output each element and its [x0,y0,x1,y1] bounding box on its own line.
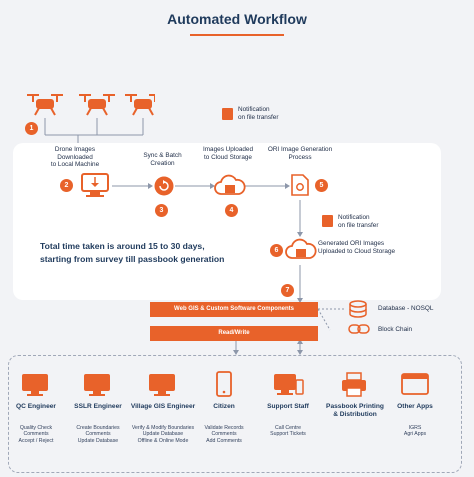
ori-generation-label: ORI Image Generation Process [267,146,333,161]
role-name-citizen: Citizen [213,403,235,410]
mobile-phone-icon [216,371,232,397]
sync-icon [154,176,174,196]
app-window-icon [401,373,429,395]
roles-container [8,355,462,473]
blockchain-label: Block Chain [378,326,413,333]
step-badge-1: 1 [25,122,38,135]
title-underline [190,34,284,36]
read-write-bar: Read/Write [150,326,318,341]
role-name-sslr: SSLR Engineer [74,403,122,410]
role-desc-village-gis: Verify & Modify Boundaries Update Databa… [131,425,195,444]
notification-label-top: Notification on file transfer [238,106,279,121]
cloud-upload-icon [214,174,246,195]
document-gear-icon [291,174,309,196]
computer-icon [81,173,109,197]
web-gis-bar: Web GIS & Custom Software Components [150,302,318,317]
step-badge-2: 2 [60,179,73,192]
cloud-upload-icon-2 [285,238,317,259]
monitor-icon [149,374,175,396]
monitor-icon [22,374,48,396]
page-title: Automated Workflow [167,11,307,27]
role-desc-other-apps: IGRS Agri Apps [403,425,427,438]
process-panel [13,143,441,300]
notification-label-mid: Notification on file transfer [338,214,379,229]
step-badge-3: 3 [155,204,168,217]
images-uploaded-label: Images Uploaded to Cloud Storage [202,146,254,161]
role-name-passbook: Passbook Printing & Distribution [326,403,384,418]
database-label: Database - NOSQL [378,305,434,312]
chain-icon [348,324,370,334]
drone-icon [27,94,155,116]
step-badge-4: 4 [225,204,238,217]
role-name-other-apps: Other Apps [397,403,433,410]
step-badge-6: 6 [270,244,283,257]
computer-phone-icon [274,374,304,395]
monitor-icon [84,374,110,396]
role-name-village-gis: Village GIS Engineer [130,403,196,410]
sync-batch-label: Sync & Batch Creation [143,152,182,167]
role-name-support: Support Staff [267,403,309,410]
ori-uploaded-label: Generated ORI Images Uploaded to Cloud S… [318,240,396,255]
role-desc-sslr: Create Boundaries Comments Update Databa… [76,425,120,444]
file-icon [222,108,233,120]
role-desc-citizen: Validate Records Comments Add Comments [204,425,244,444]
drone-download-label: Drone Images Downloaded to Local Machine [50,146,100,168]
role-desc-support: Call Centre Support Tickets [270,425,306,438]
total-time-text: Total time taken is around 15 to 30 days… [40,241,225,264]
step-badge-5: 5 [315,179,328,192]
step-badge-7: 7 [281,284,294,297]
printer-icon [342,372,366,397]
database-icon [349,300,367,318]
role-desc-qc: Quality Check Comments Accept / Reject [18,425,54,444]
file-icon-2 [322,215,333,227]
role-name-qc: QC Engineer [16,403,56,410]
